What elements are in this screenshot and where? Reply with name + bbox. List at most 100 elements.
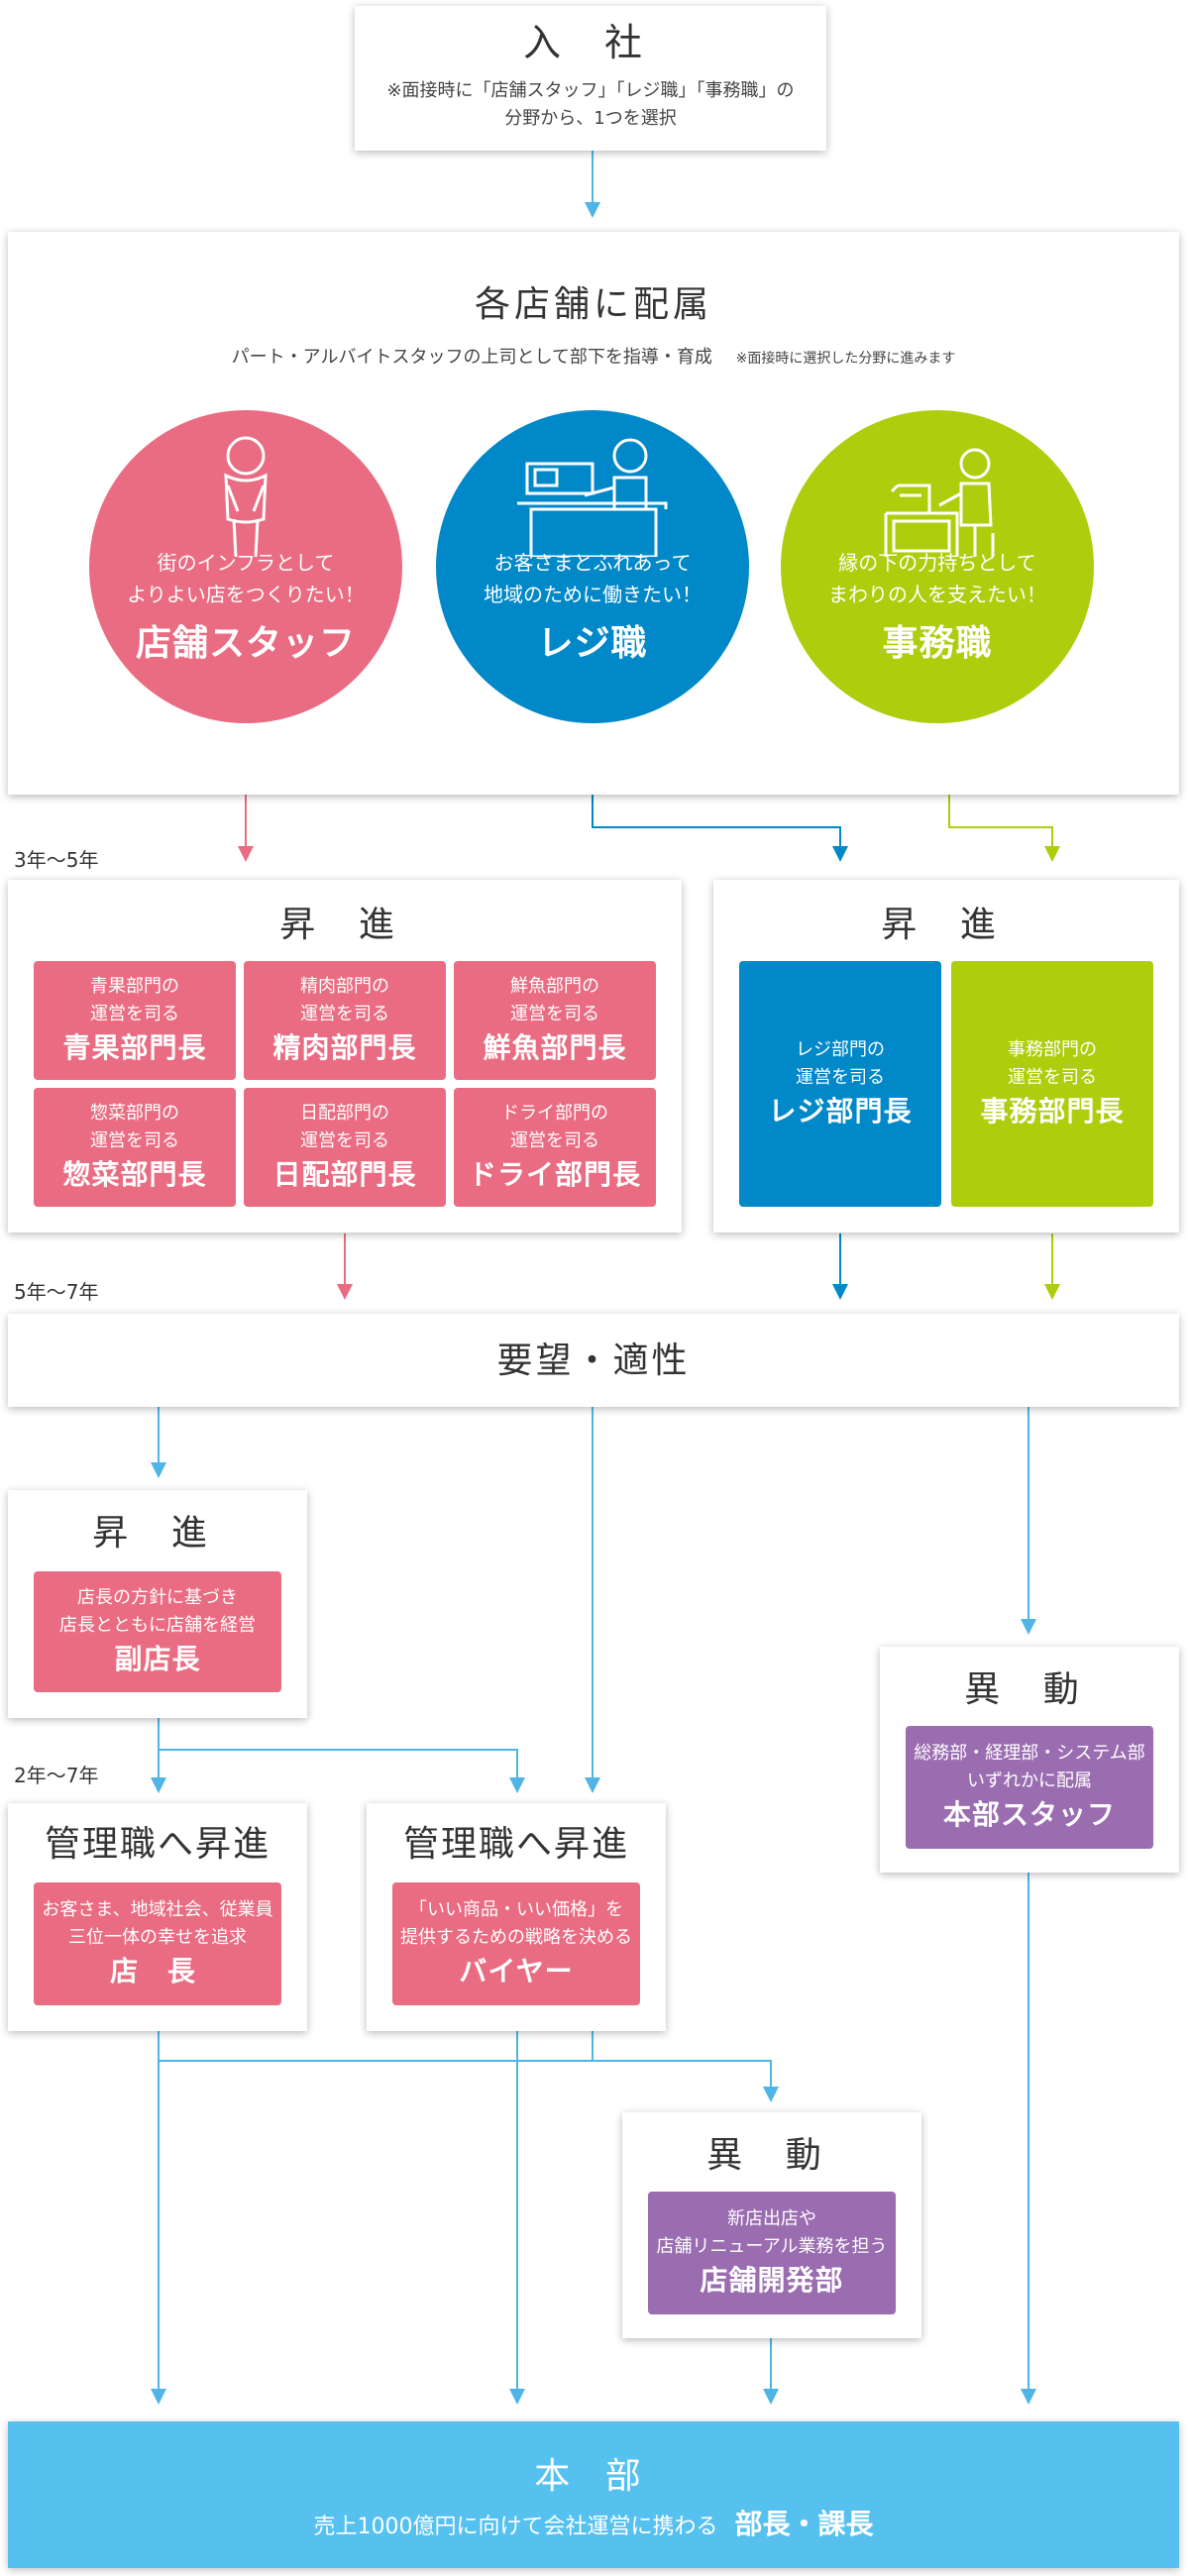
cashier-desc-line2: 地域のために働きたい！ xyxy=(484,583,702,606)
store-staff-desc-line2: よりよい店をつくりたい！ xyxy=(127,583,365,606)
dept-head-daily: 日配部門の 運営を司る 日配部門長 xyxy=(244,1088,446,1207)
manager-buyer-box: 管理職へ昇進 「いい商品・いい価格」を 提供するための戦略を決める バイヤー xyxy=(367,1803,666,2031)
headquarters-main: 部長・課長 xyxy=(734,2508,874,2540)
bowing-person-icon xyxy=(89,430,402,558)
line-manager-transfer2 xyxy=(158,2031,779,2102)
cashier-desc-line1: お客さまとふれあって xyxy=(493,551,692,575)
entry-note: ※面接時に「店舗スタッフ」「レジ職」「事務職」の 分野から、1つを選択 xyxy=(355,77,826,133)
manager-store-box: 管理職へ昇進 お客さま、地域社会、従業員 三位一体の幸せを追求 店 長 xyxy=(8,1803,307,2031)
assignment-subtitle: パート・アルバイトスタッフの上司として部下を指導・育成 xyxy=(231,347,712,368)
store-development: 新店出店や 店舗リニューアル業務を担う 店舗開発部 xyxy=(648,2192,896,2314)
entry-box: 入 社 ※面接時に「店舗スタッフ」「レジ職」「事務職」の 分野から、1つを選択 xyxy=(355,6,826,151)
dept-sub1: 精肉部門の xyxy=(300,976,389,997)
store-staff-name: 店舗スタッフ xyxy=(135,623,356,664)
role-circle-office: 縁の下の力持ちとして まわりの人を支えたい！ 事務職 xyxy=(781,410,1094,723)
buyer-main: バイヤー xyxy=(459,1955,574,1987)
year-label-5-7: 5年〜7年 xyxy=(14,1280,99,1304)
dept-sub1: レジ部門の xyxy=(796,1039,885,1060)
dept-sub2: 運営を司る xyxy=(510,1130,599,1151)
buyer-sub2: 提供するための戦略を決める xyxy=(400,1927,632,1948)
dept-head-dry: ドライ部門の 運営を司る ドライ部門長 xyxy=(454,1088,656,1207)
manager-store-title: 管理職へ昇進 xyxy=(44,1824,270,1865)
hq-staff-main: 本部スタッフ xyxy=(942,1798,1116,1831)
hq-staff: 総務部・経理部・システム部 いずれかに配属 本部スタッフ xyxy=(906,1726,1153,1849)
vice-main: 副店長 xyxy=(114,1643,201,1675)
dept-sub2: 運営を司る xyxy=(510,1004,599,1024)
dept-main: ドライ部門長 xyxy=(468,1158,641,1191)
dept-head-meat: 精肉部門の 運営を司る 精肉部門長 xyxy=(244,961,446,1080)
dept-main: レジ部門長 xyxy=(768,1095,913,1127)
dept-main: 事務部門長 xyxy=(980,1095,1125,1127)
cashier-desc: お客さまとふれあって 地域のために働きたい！ xyxy=(436,547,749,610)
office-desc-line2: まわりの人を支えたい！ xyxy=(828,583,1046,606)
dept-sub2: 運営を司る xyxy=(1008,1067,1097,1088)
aptitude-title: 要望・適性 xyxy=(496,1341,691,1381)
transfer-hq-staff-title: 異 動 xyxy=(964,1669,1095,1710)
dept-sub2: 運営を司る xyxy=(796,1067,885,1088)
store-dev-sub1: 新店出店や xyxy=(727,2208,816,2229)
headquarters-sub-row: 売上1000億円に向けて会社運営に携わる 部長・課長 xyxy=(8,2503,1179,2542)
office-desc: 縁の下の力持ちとして まわりの人を支えたい！ xyxy=(781,547,1094,610)
dept-sub2: 運営を司る xyxy=(90,1004,179,1024)
dept-sub1: 事務部門の xyxy=(1008,1039,1097,1060)
dept-sub2: 運営を司る xyxy=(300,1004,389,1024)
dept-sub2: 運営を司る xyxy=(90,1130,179,1151)
dept-head-produce: 青果部門の 運営を司る 青果部門長 xyxy=(34,961,236,1080)
year-label-2-7: 2年〜7年 xyxy=(14,1764,99,1787)
cashier-name: レジ職 xyxy=(537,623,648,664)
vice-sub1: 店長の方針に基づき xyxy=(77,1587,238,1608)
dept-main: 青果部門長 xyxy=(62,1031,207,1064)
store-manager: お客さま、地域社会、従業員 三位一体の幸せを追求 店 長 xyxy=(34,1882,281,2005)
store-manager-sub1: お客さま、地域社会、従業員 xyxy=(42,1899,273,1920)
headquarters-title: 本 部 xyxy=(534,2456,653,2497)
line-vice-buyer xyxy=(159,1749,525,1793)
headquarters-sub: 売上1000億円に向けて会社運営に携わる xyxy=(313,2515,718,2539)
vice-store-manager: 店長の方針に基づき 店長とともに店舗を経営 副店長 xyxy=(34,1571,281,1692)
office-worker-icon xyxy=(781,430,1094,557)
year-label-3-5: 3年〜5年 xyxy=(14,848,99,872)
dept-main: 鮮魚部門長 xyxy=(483,1031,627,1064)
hq-staff-sub2: いずれかに配属 xyxy=(967,1771,1092,1791)
entry-title: 入 社 xyxy=(522,21,659,64)
dept-sub1: 惣菜部門の xyxy=(90,1103,179,1124)
office-desc-line1: 縁の下の力持ちとして xyxy=(838,551,1036,575)
dept-sub1: 青果部門の xyxy=(90,976,179,997)
dept-head-cashier: レジ部門の 運営を司る レジ部門長 xyxy=(739,961,941,1207)
promotion-store-box: 昇 進 青果部門の 運営を司る 青果部門長 精肉部門の 運営を司る 精肉部門長 … xyxy=(8,880,682,1233)
store-dev-main: 店舗開発部 xyxy=(700,2264,844,2297)
assignment-subtitle-row: パート・アルバイトスタッフの上司として部下を指導・育成 ※面接時に選択した分野に… xyxy=(8,343,1179,369)
headquarters-box: 本 部 売上1000億円に向けて会社運営に携わる 部長・課長 xyxy=(8,2421,1179,2568)
transfer-store-dev-box: 異 動 新店出店や 店舗リニューアル業務を担う 店舗開発部 xyxy=(622,2112,921,2338)
store-dev-sub2: 店舗リニューアル業務を担う xyxy=(656,2236,888,2257)
assignment-subnote: ※面接時に選択した分野に進みます xyxy=(735,351,956,367)
dept-main: 惣菜部門長 xyxy=(62,1158,207,1191)
role-circle-cashier: お客さまとふれあって 地域のために働きたい！ レジ職 xyxy=(436,410,749,723)
office-name: 事務職 xyxy=(882,623,993,664)
promotion-vice-box: 昇 進 店長の方針に基づき 店長とともに店舗を経営 副店長 xyxy=(8,1490,307,1718)
dept-head-office: 事務部門の 運営を司る 事務部門長 xyxy=(951,961,1153,1207)
manager-buyer-title: 管理職へ昇進 xyxy=(402,1824,629,1865)
dept-sub1: 鮮魚部門の xyxy=(510,976,599,997)
store-manager-main: 店 長 xyxy=(110,1955,205,1987)
store-manager-sub2: 三位一体の幸せを追求 xyxy=(68,1927,247,1948)
promotion-store-title: 昇 進 xyxy=(279,905,410,945)
transfer-hq-staff-box: 異 動 総務部・経理部・システム部 いずれかに配属 本部スタッフ xyxy=(880,1647,1179,1873)
vice-sub2: 店長とともに店舗を経営 xyxy=(59,1615,256,1636)
store-staff-desc: 街のインフラとして よりよい店をつくりたい！ xyxy=(89,547,402,610)
dept-sub1: ドライ部門の xyxy=(501,1103,608,1124)
aptitude-box: 要望・適性 xyxy=(8,1314,1179,1407)
cashier-icon xyxy=(436,430,749,559)
dept-main: 日配部門長 xyxy=(272,1158,417,1191)
dept-head-deli: 惣菜部門の 運営を司る 惣菜部門長 xyxy=(34,1088,236,1207)
entry-note-line1: ※面接時に「店舗スタッフ」「レジ職」「事務職」の xyxy=(386,80,795,101)
buyer-sub1: 「いい商品・いい価格」を xyxy=(409,1899,623,1920)
entry-note-line2: 分野から、1つを選択 xyxy=(504,108,677,129)
role-circle-store-staff: 街のインフラとして よりよい店をつくりたい！ 店舗スタッフ xyxy=(89,410,402,723)
promotion-cashier-office-box: 昇 進 レジ部門の 運営を司る レジ部門長 事務部門の 運営を司る 事務部門長 xyxy=(713,880,1179,1233)
dept-sub1: 日配部門の xyxy=(300,1103,389,1124)
dept-sub2: 運営を司る xyxy=(300,1130,389,1151)
buyer: 「いい商品・いい価格」を 提供するための戦略を決める バイヤー xyxy=(392,1882,640,2005)
dept-main: 精肉部門長 xyxy=(272,1031,417,1064)
transfer-store-dev-title: 異 動 xyxy=(706,2135,837,2176)
hq-staff-sub1: 総務部・経理部・システム部 xyxy=(914,1743,1145,1764)
